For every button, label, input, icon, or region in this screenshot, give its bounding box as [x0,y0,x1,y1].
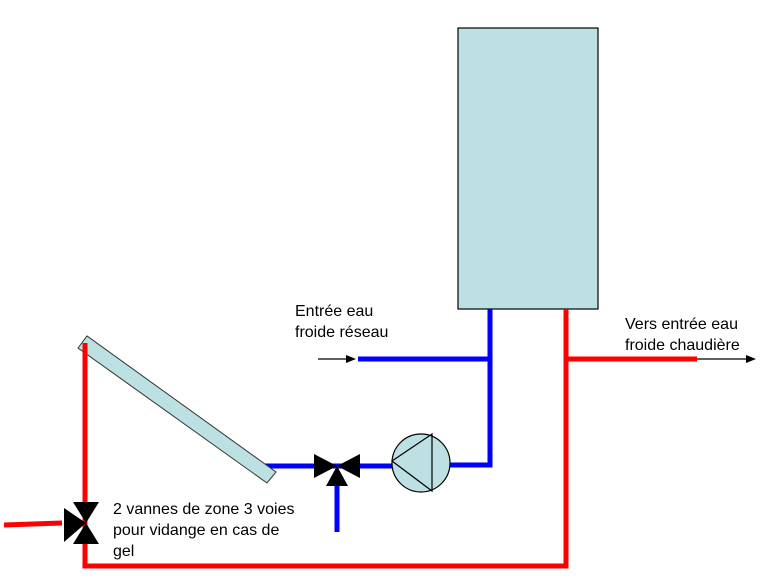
valves-label-line2: pour vidange en cas de [113,522,279,539]
inlet-arrow-icon [318,355,356,363]
inlet-label-line2: froide réseau [295,324,388,341]
three-way-valve-hot-icon [64,502,99,544]
three-way-valve-cold-icon [314,454,360,486]
hot-pipe-loop [82,309,569,569]
storage-tank [457,27,599,310]
circulation-pump-icon [390,432,451,493]
inlet-label-line1: Entrée eau [295,303,373,320]
outlet-arrow-icon [697,355,756,363]
hot-pipe-drain [3,520,63,528]
valves-label-line3: gel [113,543,134,560]
solar-collector [77,335,277,484]
cold-pipe-tank-to-pump [449,309,493,468]
outlet-label-line2: froide chaudière [625,337,740,354]
outlet-label-line1: Vers entrée eau [625,316,738,333]
valves-label-line1: 2 vannes de zone 3 voies [113,501,294,518]
